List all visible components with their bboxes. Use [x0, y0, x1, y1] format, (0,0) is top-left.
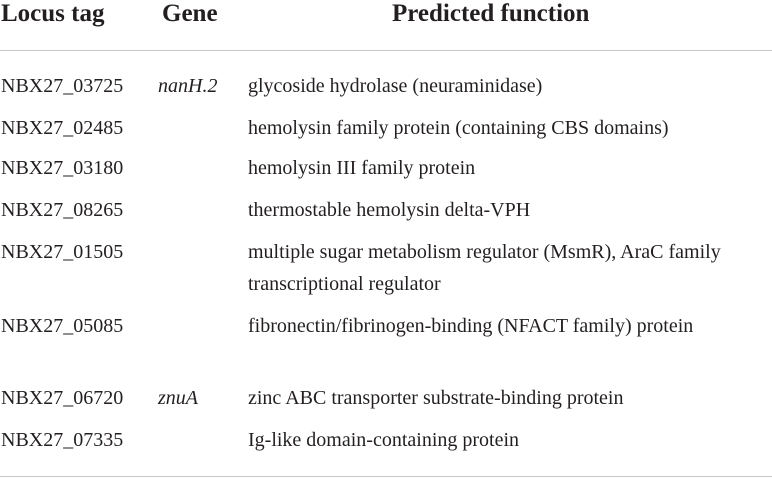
cell-predicted-function: fibronectin/fibrinogen-binding (NFACT fa…	[248, 315, 694, 337]
cell-predicted-function: zinc ABC transporter substrate-binding p…	[248, 387, 624, 409]
cell-predicted-function: glycoside hydrolase (neuraminidase)	[248, 75, 543, 97]
cell-locus-tag: NBX27_08265	[1, 199, 124, 221]
cell-locus-tag: NBX27_03180	[1, 157, 124, 179]
header-divider	[0, 50, 772, 51]
table-bottom-rule	[0, 476, 772, 477]
cell-predicted-function: Ig-like domain-containing protein	[248, 429, 520, 451]
cell-locus-tag: NBX27_03725	[1, 75, 124, 97]
header-gene: Gene	[162, 0, 218, 27]
cell-locus-tag: NBX27_01505	[1, 241, 124, 263]
cell-predicted-function: thermostable hemolysin delta-VPH	[248, 199, 531, 221]
cell-gene: znuA	[158, 387, 198, 409]
cell-predicted-function: multiple sugar metabolism regulator (Msm…	[248, 241, 721, 295]
header-locus-tag: Locus tag	[1, 0, 105, 27]
cell-locus-tag: NBX27_07335	[1, 429, 124, 451]
cell-locus-tag: NBX27_05085	[1, 315, 124, 337]
cell-locus-tag: NBX27_02485	[1, 117, 124, 139]
table-header: Locus tag Gene Predicted function	[0, 0, 772, 50]
cell-predicted-function: hemolysin family protein (containing CBS…	[248, 117, 669, 139]
header-predicted-function: Predicted function	[392, 0, 590, 27]
cell-locus-tag: NBX27_06720	[1, 387, 124, 409]
cell-gene: nanH.2	[158, 75, 218, 97]
cell-predicted-function: hemolysin III family protein	[248, 157, 476, 179]
